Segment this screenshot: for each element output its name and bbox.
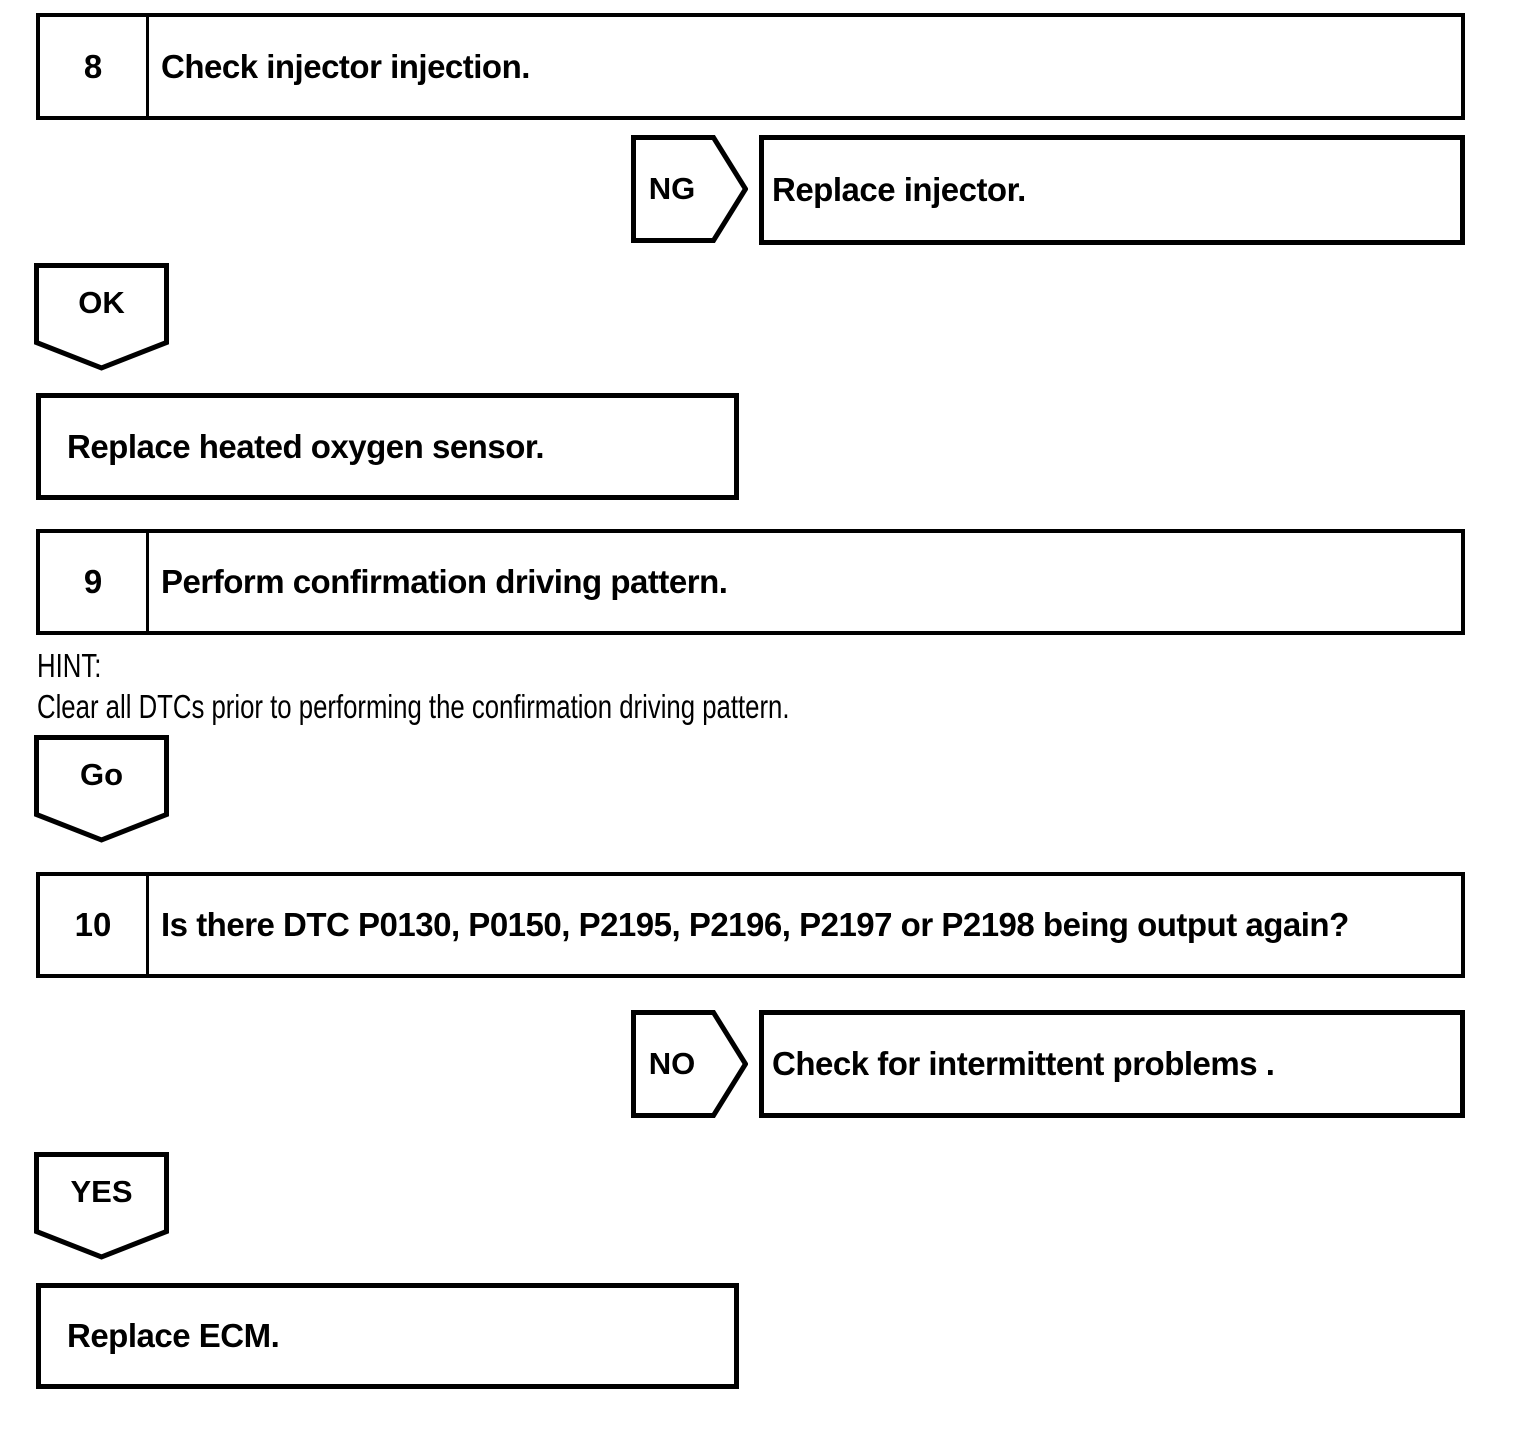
yes-label: YES [70,1173,133,1209]
go-label: Go [79,756,124,792]
yes-connector: YES [34,1152,169,1260]
ok-connector: OK [34,263,169,371]
no-label: NO [648,1046,696,1081]
step-10-title: Is there DTC P0130, P0150, P2195, P2196,… [161,906,1349,943]
ng-connector: NG [631,135,748,243]
ng-arrow-icon [631,135,748,243]
no-connector: NO [631,1010,748,1118]
step-9-number: 9 [40,533,149,631]
replace-ecm-label: Replace ECM. [67,1317,280,1354]
step-8-number: 8 [40,17,149,116]
step-8-box: 8 Check injector injection. [36,13,1465,120]
step-10-box: 10 Is there DTC P0130, P0150, P2195, P21… [36,872,1465,978]
ok-arrow-icon [34,263,169,371]
yes-arrow-icon [34,1152,169,1260]
replace-heated-oxygen-sensor-label: Replace heated oxygen sensor. [67,427,545,465]
hint-label: HINT: [37,647,102,684]
hint-text: Clear all DTCs prior to performing the c… [37,688,790,725]
go-connector: Go [34,735,169,843]
result-box-check-for-intermittent-problems: Check for intermittent problems . [759,1010,1465,1118]
check-for-intermittent-problems-label: Check for intermittent problems . [772,1045,1275,1082]
go-arrow-icon [34,735,169,843]
replace-injector-label: Replace injector. [772,171,1026,208]
step-8-title: Check injector injection. [161,47,530,85]
step-9-box: 9 Perform confirmation driving pattern. [36,529,1465,635]
ng-label: NG [648,171,696,206]
ok-label: OK [78,284,125,320]
result-box-replace-ecm: Replace ECM. [36,1283,739,1389]
result-box-replace-heated-oxygen-sensor: Replace heated oxygen sensor. [36,393,739,500]
result-box-replace-injector: Replace injector. [759,135,1465,245]
step-9-title: Perform confirmation driving pattern. [161,563,728,600]
step-10-number: 10 [40,876,149,974]
no-arrow-icon [631,1010,748,1118]
